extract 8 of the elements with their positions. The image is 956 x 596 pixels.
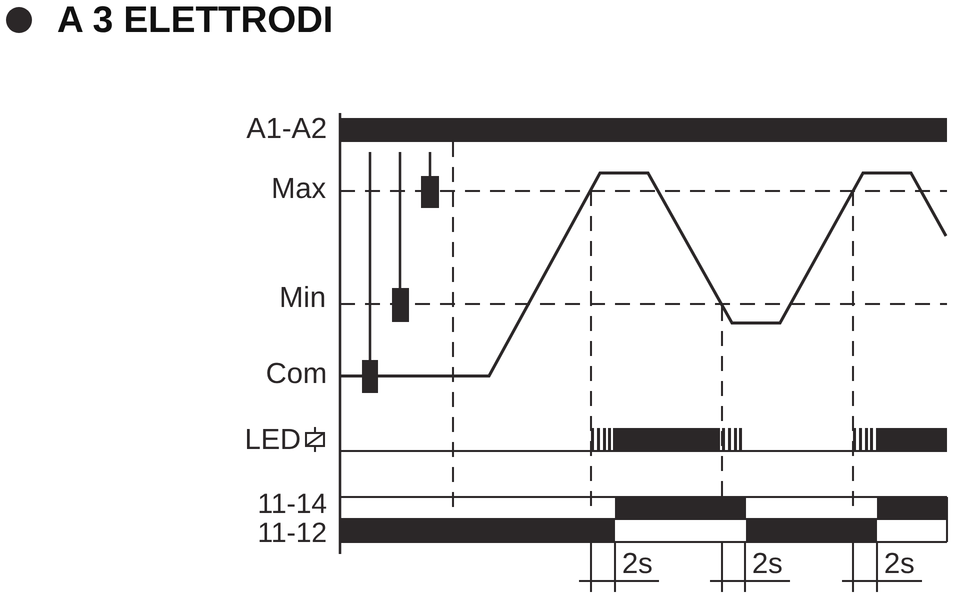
title-text: A 3 ELETTRODI (57, 1, 334, 38)
signal-label: Min (279, 284, 326, 313)
signal-label: Com (266, 360, 327, 389)
signal-label: A1-A2 (246, 115, 327, 144)
signal-label: Max (271, 175, 326, 204)
signal-label: 11-14 (257, 490, 327, 518)
signal-label: LED (244, 426, 301, 455)
signal-label: 11-12 (257, 519, 327, 547)
